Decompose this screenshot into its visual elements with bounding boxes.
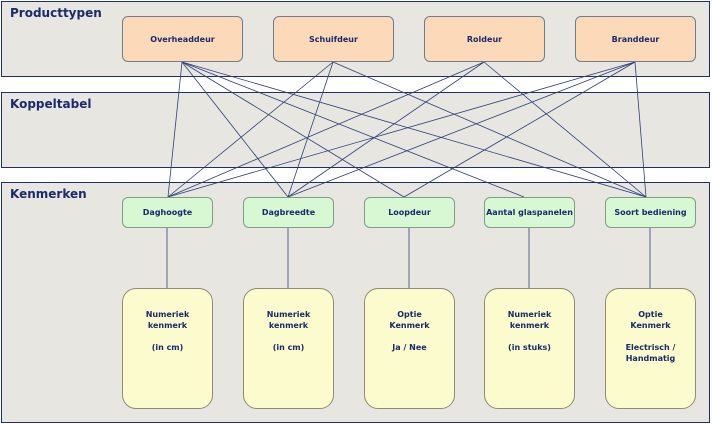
detail-line: Handmatig: [625, 354, 676, 363]
detail-line: Optie: [638, 310, 663, 319]
detail-line: (in cm): [151, 343, 184, 352]
kenmerk-dagbreedte: Dagbreedte: [243, 197, 334, 228]
detail-aantal-glaspanelen: Numeriek kenmerk (in stuks): [484, 288, 575, 409]
kenmerk-aantal-glaspanelen: Aantal glaspanelen: [484, 197, 575, 228]
kenmerk-daghoogte: Daghoogte: [122, 197, 213, 228]
detail-line: Numeriek: [507, 310, 552, 319]
detail-line: Numeriek: [145, 310, 190, 319]
detail-daghoogte: Numeriek kenmerk (in cm): [122, 288, 213, 409]
detail-line: Ja / Nee: [392, 343, 427, 352]
producttype-roldeur: Roldeur: [424, 16, 545, 62]
detail-soort-bediening: Optie Kenmerk Electrisch / Handmatig: [605, 288, 696, 409]
detail-dagbreedte: Numeriek kenmerk (in cm): [243, 288, 334, 409]
detail-line: kenmerk: [147, 321, 188, 330]
band-kenmerken: Kenmerken: [1, 182, 710, 423]
band-title-kenmerken: Kenmerken: [10, 187, 87, 201]
kenmerk-soort-bediening: Soort bediening: [605, 197, 696, 228]
detail-loopdeur: Optie Kenmerk Ja / Nee: [364, 288, 455, 409]
producttype-branddeur: Branddeur: [575, 16, 696, 62]
band-title-producttypen: Producttypen: [10, 6, 102, 20]
producttype-overheaddeur: Overheaddeur: [122, 16, 243, 62]
band-koppeltabel: Koppeltabel: [1, 92, 710, 168]
detail-line: kenmerk: [509, 321, 550, 330]
detail-line: kenmerk: [268, 321, 309, 330]
detail-line: Kenmerk: [389, 321, 430, 330]
detail-line: Kenmerk: [630, 321, 671, 330]
producttype-schuifdeur: Schuifdeur: [273, 16, 394, 62]
band-title-koppeltabel: Koppeltabel: [10, 97, 92, 111]
detail-line: Optie: [397, 310, 422, 319]
detail-line: (in cm): [272, 343, 305, 352]
kenmerk-loopdeur: Loopdeur: [364, 197, 455, 228]
detail-line: (in stuks): [508, 343, 551, 352]
detail-line: Numeriek: [266, 310, 311, 319]
detail-line: Electrisch /: [625, 343, 676, 352]
